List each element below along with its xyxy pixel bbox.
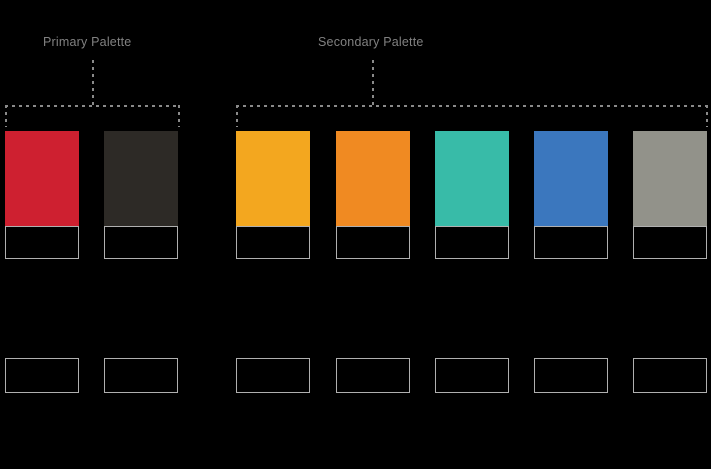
swatch-gray-chip[interactable] [633, 131, 707, 226]
swatch-charcoal-chip[interactable] [104, 131, 178, 226]
group-bracket-primary [5, 105, 180, 127]
connector-stem-secondary [372, 60, 374, 105]
bracket-tick-left [236, 105, 238, 127]
group-label-secondary: Secondary Palette [318, 35, 424, 49]
spec-blue-box [534, 358, 608, 393]
swatch-yellow-chip[interactable] [236, 131, 310, 226]
swatch-orange-chip[interactable] [336, 131, 410, 226]
spec-yellow-box [236, 358, 310, 393]
swatch-gray-caption-box [633, 226, 707, 259]
swatch-teal-chip[interactable] [435, 131, 509, 226]
group-bracket-secondary [236, 105, 708, 127]
bracket-bar [5, 105, 180, 107]
connector-stem-primary [92, 60, 94, 105]
swatch-blue-chip[interactable] [534, 131, 608, 226]
group-label-primary: Primary Palette [43, 35, 132, 49]
swatch-charcoal-caption-box [104, 226, 178, 259]
bracket-tick-left [5, 105, 7, 127]
swatch-blue-caption-box [534, 226, 608, 259]
spec-orange-box [336, 358, 410, 393]
spec-charcoal-box [104, 358, 178, 393]
swatch-teal-caption-box [435, 226, 509, 259]
spec-teal-box [435, 358, 509, 393]
bracket-tick-right [178, 105, 180, 127]
bracket-bar [236, 105, 708, 107]
swatch-yellow-caption-box [236, 226, 310, 259]
swatch-red-caption-box [5, 226, 79, 259]
swatch-red-chip[interactable] [5, 131, 79, 226]
bracket-tick-right [706, 105, 708, 127]
swatch-orange-caption-box [336, 226, 410, 259]
spec-red-box [5, 358, 79, 393]
spec-gray-box [633, 358, 707, 393]
